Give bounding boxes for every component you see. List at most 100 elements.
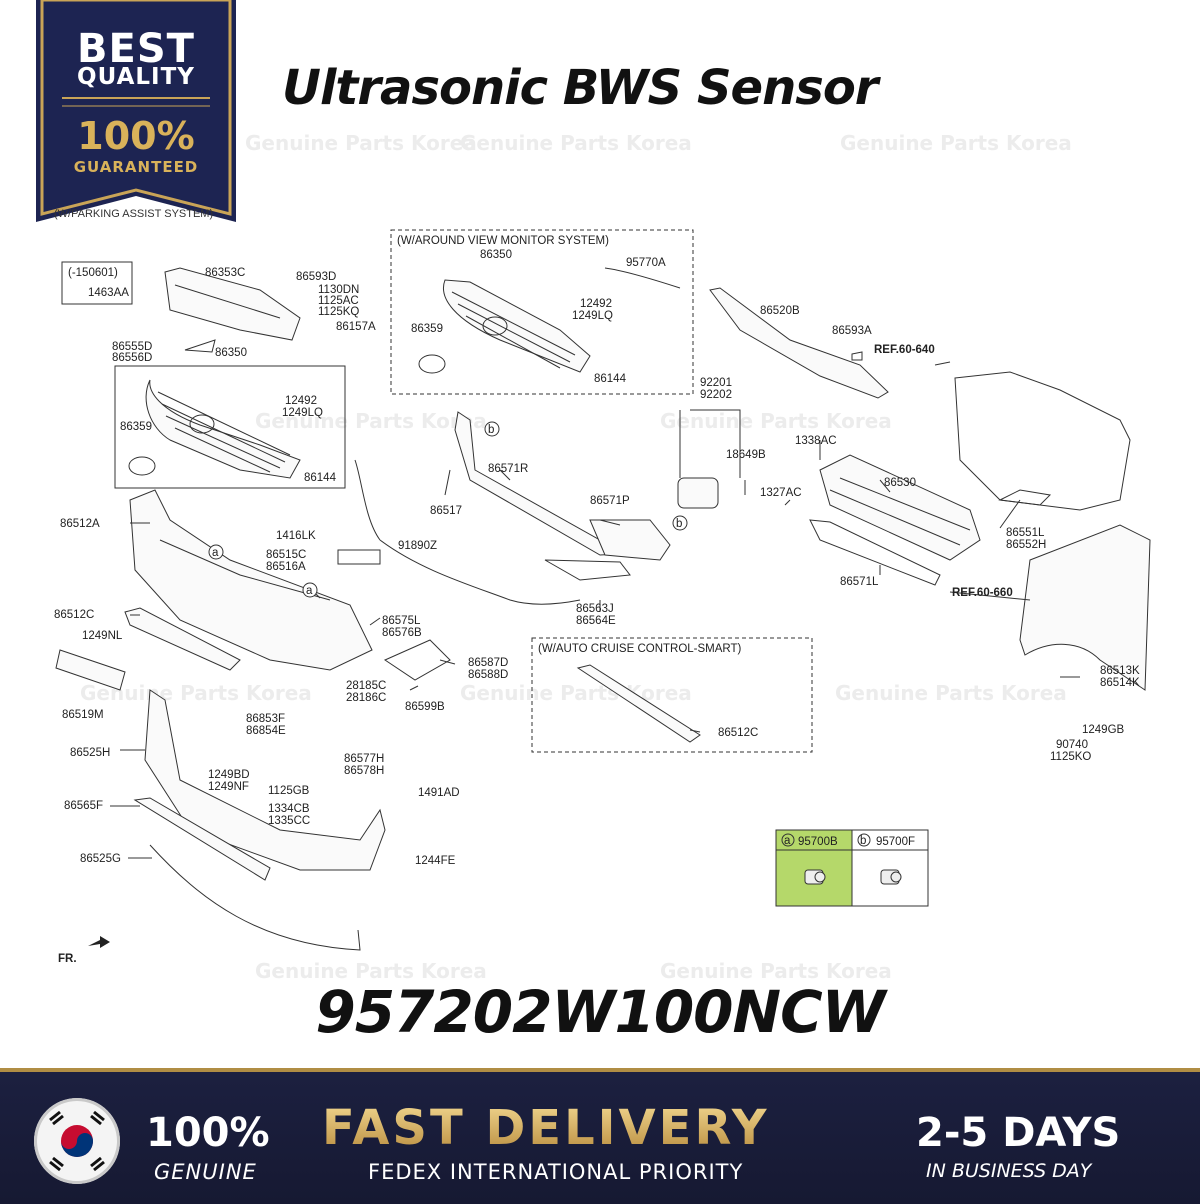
label-1244FE: 1244FE bbox=[415, 855, 456, 867]
delivery-days: 2-5 DAYS bbox=[916, 1110, 1121, 1156]
quality-badge: BEST QUALITY 100% GUARANTEED bbox=[36, 0, 236, 222]
genuine-label: GENUINE bbox=[154, 1160, 257, 1184]
label-86525H: 86525H bbox=[70, 747, 110, 759]
label-90740: 90740 bbox=[1056, 739, 1088, 751]
label-86359-a: 86359 bbox=[120, 421, 152, 433]
label-86515C: 86515C bbox=[266, 549, 306, 561]
mark-b-1: b bbox=[488, 424, 494, 436]
sensor-cell-b bbox=[851, 829, 929, 907]
watermark-10: Genuine Parts Korea bbox=[660, 959, 892, 983]
label-1125GB: 1125GB bbox=[268, 785, 310, 797]
label-28185C: 28185C bbox=[346, 680, 386, 692]
label-86353C: 86353C bbox=[205, 267, 245, 279]
emblem-2 bbox=[128, 456, 156, 476]
label-18649B: 18649B bbox=[726, 449, 766, 461]
label-1249LQ-b: 1249LQ bbox=[572, 310, 613, 322]
delivery-banner: 100% GENUINE FAST DELIVERY FEDEX INTERNA… bbox=[0, 1068, 1200, 1204]
trim-86525G bbox=[149, 844, 361, 951]
page-title: Ultrasonic BWS Sensor bbox=[282, 60, 878, 116]
label-86576B: 86576B bbox=[382, 627, 422, 639]
label-acc-title: (W/AUTO CRUISE CONTROL-SMART) bbox=[538, 643, 742, 655]
box-grille bbox=[114, 365, 346, 489]
watermark-1: Genuine Parts Korea bbox=[245, 131, 477, 155]
beam-86530 bbox=[819, 454, 981, 561]
grille-shape-1 bbox=[145, 379, 301, 479]
camera-wire bbox=[604, 267, 681, 289]
mark-a-1: a bbox=[212, 547, 219, 559]
trim-86563J bbox=[544, 559, 631, 581]
emblem-4 bbox=[418, 354, 446, 374]
label-86563J: 86563J bbox=[576, 603, 614, 615]
watermark-8: Genuine Parts Korea bbox=[835, 681, 1067, 705]
badge-quality: QUALITY bbox=[77, 64, 195, 90]
label-86555D: 86555D bbox=[112, 341, 152, 353]
label-86854E: 86854E bbox=[246, 725, 286, 737]
mark-a-2: a bbox=[306, 585, 313, 597]
label-86530: 86530 bbox=[884, 477, 916, 489]
watermark-7: Genuine Parts Korea bbox=[460, 681, 692, 705]
absorber-86520B bbox=[709, 287, 889, 399]
parts-diagram: Genuine Parts Korea Genuine Parts Korea … bbox=[54, 131, 1151, 983]
label-1338AC: 1338AC bbox=[795, 435, 837, 447]
label-86144-b: 86144 bbox=[594, 373, 627, 385]
label-150601: (-150601) bbox=[68, 267, 118, 279]
label-86565F: 86565F bbox=[64, 800, 103, 812]
label-12492-b: 12492 bbox=[580, 298, 612, 310]
label-86575L: 86575L bbox=[382, 615, 421, 627]
label-1125KO: 1125KO bbox=[1050, 751, 1091, 763]
badge-best: BEST bbox=[77, 26, 195, 72]
label-12492-a: 12492 bbox=[285, 395, 317, 407]
watermark-4: Genuine Parts Korea bbox=[255, 409, 487, 433]
badge-percent: 100% bbox=[77, 114, 195, 158]
fog-lamp bbox=[677, 477, 719, 509]
watermarks: Genuine Parts Korea Genuine Parts Korea … bbox=[80, 131, 1072, 983]
fedex-label: FEDEX INTERNATIONAL PRIORITY bbox=[368, 1160, 744, 1184]
label-86571P: 86571P bbox=[590, 495, 630, 507]
label-86514K: 86514K bbox=[1100, 677, 1140, 689]
label-86350-b: 86350 bbox=[480, 249, 512, 261]
label-1416LK: 1416LK bbox=[276, 530, 316, 542]
label-avm-title: (W/AROUND VIEW MONITOR SYSTEM) bbox=[397, 235, 609, 247]
label-86552H: 86552H bbox=[1006, 539, 1046, 551]
body-outline bbox=[954, 371, 1131, 511]
label-86520B: 86520B bbox=[760, 305, 800, 317]
bracket-86571L bbox=[809, 519, 941, 586]
emblem-1 bbox=[189, 414, 215, 434]
label-1249NF: 1249NF bbox=[208, 781, 249, 793]
emblem-3 bbox=[482, 316, 508, 336]
top-cover-shape bbox=[164, 267, 301, 341]
business-day-label: IN BUSINESS DAY bbox=[926, 1160, 1092, 1182]
bracket-86555D bbox=[184, 339, 216, 353]
label-86587D: 86587D bbox=[468, 657, 508, 669]
label-86157A: 86157A bbox=[336, 321, 376, 333]
korea-flag-icon bbox=[34, 1098, 120, 1184]
sensor-b-icon bbox=[880, 869, 902, 885]
label-ref-660: REF.60-660 bbox=[952, 587, 1013, 599]
fast-delivery: FAST DELIVERY bbox=[322, 1100, 770, 1156]
sensor-table: a 95700B b 95700F bbox=[775, 829, 929, 907]
label-86144-a: 86144 bbox=[304, 472, 337, 484]
label-86577H: 86577H bbox=[344, 753, 384, 765]
label-1334CB: 1334CB bbox=[268, 803, 310, 815]
label-86551L: 86551L bbox=[1006, 527, 1045, 539]
box-150601 bbox=[61, 261, 133, 305]
sensor-mark-b: b bbox=[860, 835, 866, 847]
grille-86512C bbox=[124, 607, 241, 671]
label-86571R: 86571R bbox=[488, 463, 528, 475]
label-1463AA: 1463AA bbox=[88, 287, 129, 299]
box-acc bbox=[531, 637, 813, 753]
badge-ribbon-icon bbox=[36, 0, 236, 222]
bumper-cover bbox=[129, 489, 373, 671]
label-86564E: 86564E bbox=[576, 615, 616, 627]
sensor-part-b: 95700F bbox=[876, 836, 915, 848]
label-86516A: 86516A bbox=[266, 561, 306, 573]
bracket-86575L bbox=[383, 639, 451, 681]
label-86512C-a: 86512C bbox=[54, 609, 94, 621]
sensor-mark-a: a bbox=[784, 835, 791, 847]
grille-shape-2 bbox=[443, 279, 591, 373]
harness-91890Z bbox=[354, 459, 581, 605]
label-86512C-b: 86512C bbox=[718, 727, 758, 739]
label-92202: 92202 bbox=[700, 389, 732, 401]
front-arrow-icon bbox=[88, 936, 110, 948]
label-1125AC: 1125AC bbox=[318, 295, 359, 307]
